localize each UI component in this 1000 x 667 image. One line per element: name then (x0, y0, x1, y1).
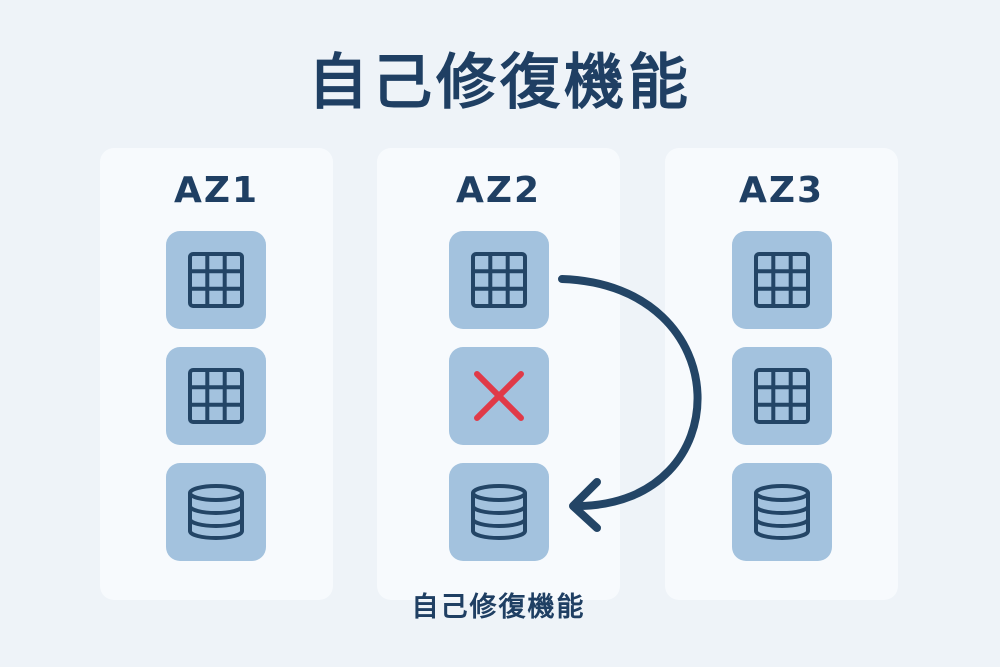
az-label: AZ1 (173, 170, 259, 211)
tile (449, 347, 549, 445)
database-icon (186, 482, 246, 542)
caption: 自己修復機能 (411, 592, 586, 623)
failed-x-icon (469, 366, 529, 426)
page-title: 自己修復機能 (308, 48, 692, 118)
az-label: AZ3 (738, 170, 824, 211)
tile (449, 231, 549, 329)
grid-icon (469, 250, 529, 310)
tile (732, 463, 832, 561)
grid-icon (752, 366, 812, 426)
tile (732, 231, 832, 329)
tile (166, 347, 266, 445)
tile (166, 231, 266, 329)
grid-icon (752, 250, 812, 310)
grid-icon (186, 250, 246, 310)
tile (166, 463, 266, 561)
database-icon (469, 482, 529, 542)
tile (449, 463, 549, 561)
az-label: AZ2 (455, 170, 541, 211)
tile (732, 347, 832, 445)
database-icon (752, 482, 812, 542)
grid-icon (186, 366, 246, 426)
